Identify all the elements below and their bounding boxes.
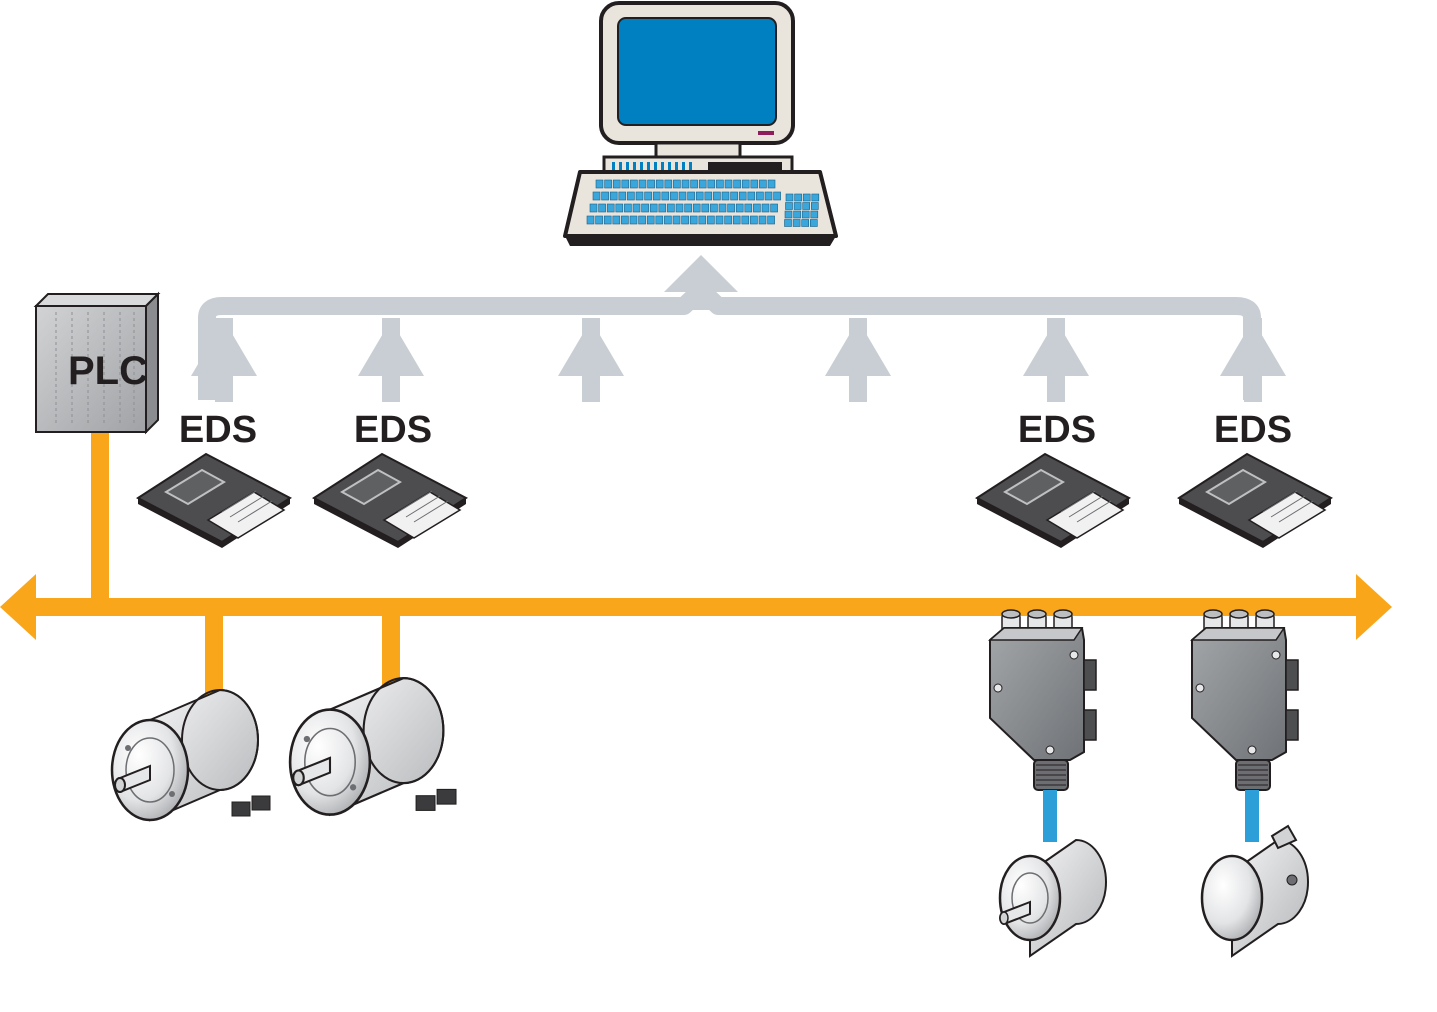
eds-drop-arrow bbox=[1023, 318, 1089, 402]
floppy-disk-icon bbox=[1177, 452, 1333, 548]
eds-label: EDS bbox=[1018, 409, 1096, 451]
eds-distribution-network bbox=[191, 255, 1286, 402]
bus-connection-box-icon bbox=[987, 609, 1107, 958]
floppy-disk-icon bbox=[136, 452, 292, 548]
rotary-encoder-icon bbox=[288, 677, 457, 817]
encoder-1-bus-drop bbox=[205, 605, 223, 715]
floppy-disk-icon bbox=[975, 452, 1131, 548]
rotary-encoder-icon bbox=[110, 688, 271, 822]
plc-bus-drop bbox=[91, 430, 109, 605]
plc-cabinet-icon: PLC bbox=[33, 291, 161, 435]
eds-drop-arrow bbox=[358, 318, 424, 402]
eds-drop-arrow bbox=[191, 318, 257, 402]
bus-connection-box-icon bbox=[1189, 609, 1309, 958]
eds-drop-arrow bbox=[1220, 318, 1286, 402]
bus-left-arrow bbox=[0, 574, 36, 640]
eds-label: EDS bbox=[1214, 409, 1292, 451]
floppy-disk-icon bbox=[312, 452, 468, 548]
eds-label: EDS bbox=[179, 409, 257, 451]
bus-right-arrow bbox=[1356, 574, 1392, 640]
computer-workstation-icon bbox=[563, 1, 838, 246]
plc-label: PLC bbox=[68, 349, 148, 393]
fieldbus-line bbox=[0, 430, 1392, 715]
eds-drop-arrow bbox=[825, 318, 891, 402]
eds-drop-arrow bbox=[558, 318, 624, 402]
eds-label: EDS bbox=[354, 409, 432, 451]
